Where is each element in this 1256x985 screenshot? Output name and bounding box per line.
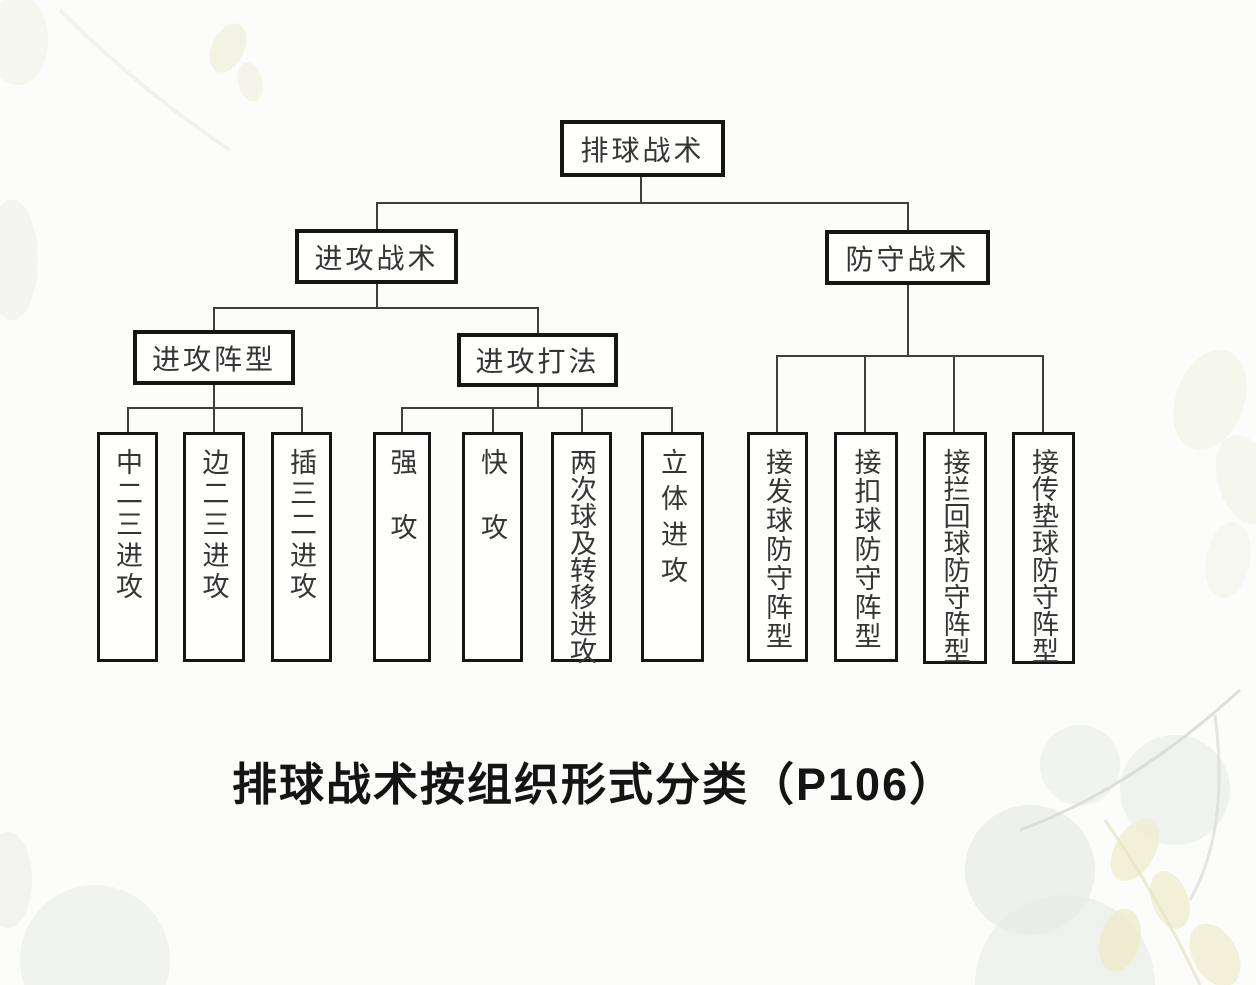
connector <box>376 202 378 230</box>
node-insert-three-two-attack: 插三二进攻 <box>271 432 332 662</box>
connector <box>953 355 955 433</box>
node-spike-receive-defense-formation: 接扣球防守阵型 <box>834 432 898 662</box>
connector <box>907 285 909 357</box>
node-power-attack: 强攻 <box>373 432 431 662</box>
connector <box>301 407 303 433</box>
connector <box>776 355 778 433</box>
connector <box>864 355 866 433</box>
connector <box>127 407 129 433</box>
connector <box>1042 355 1044 433</box>
node-serve-receive-defense-formation: 接发球防守阵型 <box>747 432 808 662</box>
connector <box>671 407 673 433</box>
node-pass-dig-defense-formation: 接传垫球防守阵型 <box>1012 432 1075 664</box>
node-second-ball-transfer-attack: 两次球及转移进攻 <box>551 432 612 664</box>
connector <box>581 407 583 433</box>
node-attack-methods: 进攻打法 <box>457 333 618 387</box>
connector <box>401 407 672 409</box>
node-quick-attack: 快攻 <box>462 432 523 662</box>
connector <box>213 385 215 409</box>
connector <box>213 407 215 433</box>
node-middle-two-three-attack: 中二三进攻 <box>97 432 158 662</box>
connector <box>213 307 215 331</box>
connector <box>376 202 909 204</box>
connector <box>492 407 494 433</box>
connector <box>776 355 1044 357</box>
node-defense-tactics: 防守战术 <box>825 230 990 285</box>
diagram-caption: 排球战术按组织形式分类（P106） <box>232 759 957 810</box>
node-attack-tactics: 进攻战术 <box>295 229 458 284</box>
node-attack-formation: 进攻阵型 <box>133 330 295 385</box>
connector <box>640 177 642 204</box>
connector <box>907 202 909 231</box>
node-volleyball-tactics: 排球战术 <box>560 120 725 177</box>
connector <box>401 407 403 433</box>
connector <box>127 407 303 409</box>
node-three-dimensional-attack: 立体进攻 <box>641 432 704 662</box>
connector <box>537 307 539 334</box>
connector <box>376 284 378 309</box>
connector <box>537 387 539 409</box>
connector <box>213 307 539 309</box>
node-block-rebound-defense-formation: 接拦回球防守阵型 <box>923 432 987 664</box>
node-side-two-three-attack: 边二三进攻 <box>183 432 245 662</box>
